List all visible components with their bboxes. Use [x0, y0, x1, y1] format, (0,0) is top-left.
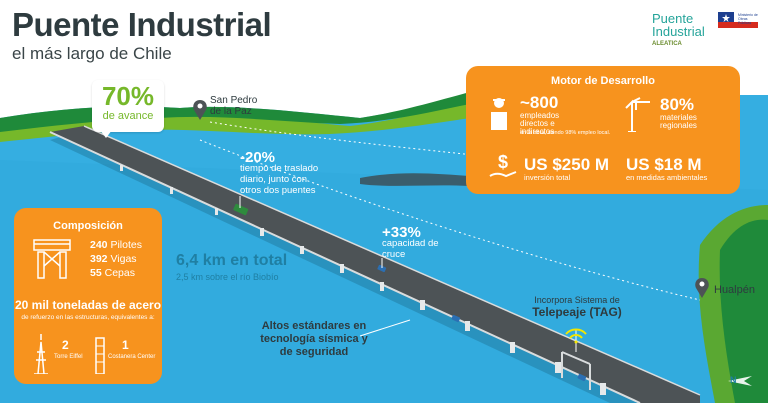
travel-text: tiempo de traslado diario, junto con otr…: [240, 163, 319, 196]
progress-callout-tail: [100, 130, 112, 138]
employees-note: en la obra, siendo 98% empleo local.: [520, 130, 611, 136]
bridge-edge-2: [83, 125, 701, 396]
progress-callout: 70% de avance: [92, 80, 164, 132]
capacity-note: +33% capacidad de cruce: [382, 224, 442, 260]
money-hand-icon: $: [489, 152, 517, 178]
motor-panel: Motor de Desarrollo ~800 empleados direc…: [466, 66, 740, 194]
page-title: Puente Industrial: [12, 6, 272, 43]
capacity-text: capacidad de cruce: [382, 238, 439, 260]
brand-line3: ALEATICA: [652, 41, 682, 47]
motor-title: Motor de Desarrollo: [551, 75, 655, 87]
far-land: [0, 102, 470, 142]
pointer-standards: [359, 319, 411, 337]
costanera-count: 1: [122, 338, 129, 352]
page-subtitle: el más largo de Chile: [12, 44, 172, 63]
brand-logo: Puente Industrial ALEATICA: [652, 12, 705, 51]
bus-vehicle: [233, 203, 249, 216]
steel-title: 20 mil toneladas de acero: [14, 298, 162, 312]
eiffel-tower-icon: [34, 334, 48, 374]
place-san-pedro: San Pedro de la Paz: [210, 95, 258, 117]
car-vehicle: [577, 373, 587, 382]
distance-river: 2,5 km sobre el río Biobío: [176, 272, 279, 282]
bridge-structure-icon: [33, 239, 71, 279]
pin-hualpen: [695, 278, 709, 298]
steel-subtitle: de refuerzo en las estructuras, equivale…: [21, 314, 155, 321]
bridge-deck: [50, 126, 700, 403]
svg-text:$: $: [498, 152, 508, 172]
telepeaje-intro: Incorpora Sistema de: [534, 295, 620, 305]
travel-percent: -20%: [240, 149, 276, 166]
worker-icon: [491, 98, 507, 130]
toll-gantry: [561, 351, 591, 390]
comp-row-cepas: 55 Cepas: [90, 267, 135, 279]
costanera-label: Costanera Center: [108, 354, 156, 360]
crane-icon: [625, 97, 650, 132]
distance-total: 6,4 km en total: [176, 252, 288, 269]
compass-icon: [728, 376, 752, 386]
gov-text: Ministerio de Obras Públicas: [738, 13, 758, 25]
composicion-rows: 240 Pilotes 392 Vigas 55 Cepas: [90, 238, 142, 280]
travel-note: -20% tiempo de traslado diario, junto co…: [240, 149, 320, 196]
government-logo: Ministerio de Obras Públicas: [718, 12, 758, 52]
bridge-pillars: [120, 165, 606, 395]
environment-text: en medidas ambientales: [626, 173, 708, 182]
far-land-dark: [0, 92, 470, 132]
progress-percent: 70%: [101, 81, 155, 111]
environment-big: US $18 M: [626, 155, 702, 174]
wifi-icon: [565, 328, 587, 344]
telepeaje-name: Telepeaje (TAG): [532, 305, 622, 319]
capacity-percent: +33%: [382, 224, 421, 241]
eiffel-count: 2: [62, 338, 69, 352]
eiffel-label: Torre Eiffel: [54, 354, 83, 360]
composicion-title: Composición: [53, 220, 123, 232]
telepeaje-note: Incorpora Sistema de Telepeaje (TAG): [522, 294, 632, 319]
compass-label: N: [730, 375, 737, 385]
employees-big: ~800: [520, 93, 559, 112]
place-hualpen: Hualpén: [714, 284, 755, 296]
investment-big: US $250 M: [524, 155, 610, 174]
materials-big: 80%: [660, 95, 695, 114]
car-vehicle: [377, 264, 387, 273]
composicion-panel: Composición 240 Pilotes 392 Vigas 55 Cep…: [14, 208, 162, 384]
comp-row-pilotes: 240 Pilotes: [90, 239, 142, 251]
car-vehicle: [451, 314, 461, 323]
pin-san-pedro: [193, 100, 207, 120]
progress-caption: de avance: [102, 110, 154, 122]
brand-line1: Puente: [652, 11, 694, 26]
dotted-line-right: [199, 139, 701, 301]
standards-note: Altos estándares en tecnología sísmica y…: [260, 320, 368, 358]
brand-line2: Industrial: [652, 24, 705, 39]
right-land-dark: [719, 219, 768, 403]
materials-text: materiales regionales: [660, 113, 697, 130]
employees-text: empleados directos e indirectos: [520, 111, 560, 136]
comp-row-vigas: 392 Vigas: [90, 253, 137, 265]
costanera-tower-icon: [95, 337, 105, 374]
investment-text: inversión total: [524, 173, 571, 182]
